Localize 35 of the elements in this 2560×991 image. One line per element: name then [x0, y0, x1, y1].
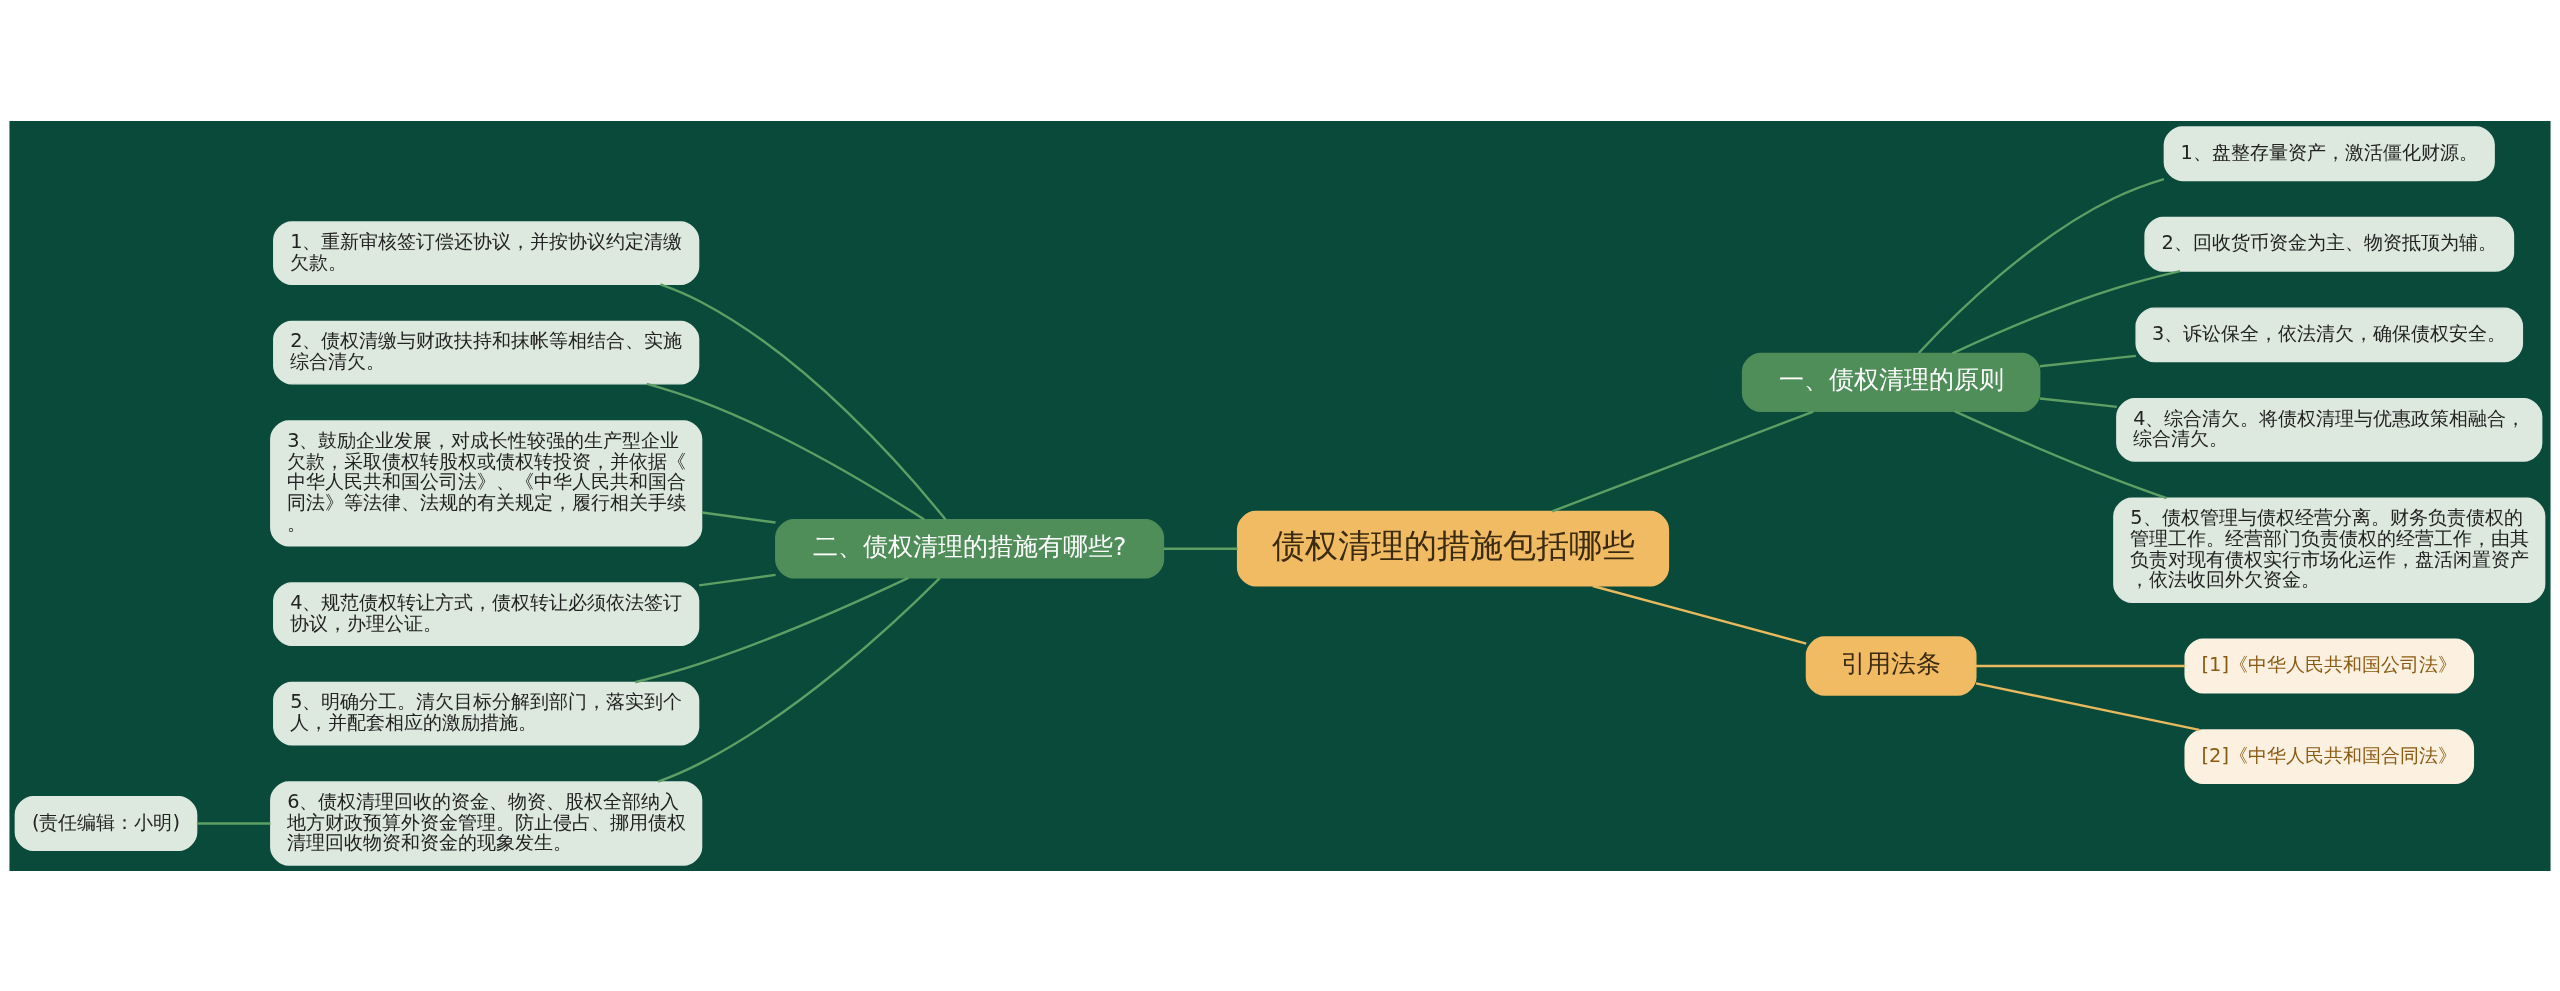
- node-box: 6、债权清理回收的资金、物资、股权全部纳入地方财政预算外资金管理。防止侵占、挪用债权清理回收物资和资金的现象发生。: [270, 780, 703, 866]
- connector: [1952, 269, 2181, 354]
- node-box: 3、诉讼保全，依法清欠，确保债权安全。: [2135, 306, 2524, 362]
- node-box: 1、重新审核签订偿还协议，并按协议约定清缴欠款。: [273, 220, 700, 285]
- connector: [1954, 409, 2168, 499]
- connector: [1917, 177, 2165, 354]
- connector: [698, 573, 776, 586]
- connector: [701, 510, 776, 524]
- node-box: 1、盘整存量资产，激活僵化财源。: [2163, 125, 2495, 181]
- node-box: 一、债权清理的原则: [1741, 352, 2041, 412]
- node-box: 3、鼓励企业发展，对成长性较强的生产型企业欠款，采取债权转股权或债权转投资，并依据《中华人民共和国公司法》、《中华人民共和国合同法》等法律、法规的有关规定，履行相关手续。: [270, 419, 703, 546]
- connector: [646, 382, 925, 520]
- node-box: 5、债权管理与债权经营分离。财务负责债权的管理工作。经营部门负责债权的经营工作，由其负责对现有债权实行市场化运作，盘活闲置资产，依法收回外欠资金。: [2113, 497, 2546, 603]
- node-box: 4、规范债权转让方式，债权转让必须依法签订协议，办理公证。: [273, 581, 700, 646]
- connector: [657, 576, 941, 783]
- connector: [196, 821, 271, 825]
- connector: [1551, 409, 1814, 512]
- node-box: 二、债权清理的措施有哪些?: [775, 518, 1165, 578]
- connector: [1592, 584, 1807, 645]
- connector: [1975, 681, 2200, 731]
- connector: [1976, 664, 2186, 667]
- connector: [635, 576, 909, 683]
- node-box: (责任编辑：小明): [14, 795, 198, 851]
- connector: [660, 282, 947, 520]
- node-box: [2]《中华人民共和国合同法》: [2184, 728, 2475, 784]
- connector: [2039, 354, 2136, 367]
- node-box: 2、债权清缴与财政扶持和抹帐等相结合、实施综合清欠。: [273, 320, 700, 385]
- node-box: 债权清理的措施包括哪些: [1236, 510, 1670, 587]
- node-box: 2、回收货币资金为主、物资抵顶为辅。: [2144, 216, 2515, 272]
- connector: [2039, 396, 2117, 408]
- connector: [1163, 547, 1238, 550]
- node-box: 4、综合清欠。将债权清理与优惠政策相融合，综合清欠。: [2116, 397, 2543, 462]
- node-box: [1]《中华人民共和国公司法》: [2184, 638, 2475, 694]
- node-box: 引用法条: [1805, 635, 1977, 696]
- node-box: 5、明确分工。清欠目标分解到部门，落实到个人，并配套相应的激励措施。: [273, 681, 700, 745]
